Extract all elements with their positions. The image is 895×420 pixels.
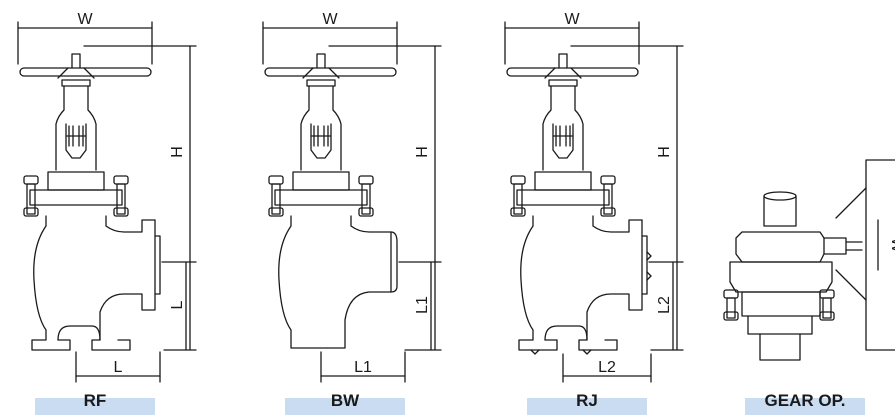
rf-caption-bar [35, 398, 155, 415]
gear-op-caption: GEAR OP. [764, 391, 846, 410]
gear-shaft-extension [845, 241, 863, 251]
rj-w-label: W [564, 11, 580, 28]
rf-w-label: W [77, 11, 93, 28]
figure-rf: W H L L [17, 11, 197, 383]
bw-l1-side-label: L1 [414, 296, 431, 314]
gear-bolt-left-bottom [723, 311, 739, 321]
gear-w-label: W [888, 237, 895, 253]
rf-h-extension-lines [83, 45, 197, 351]
bw-h-label: H [414, 146, 431, 158]
gear-yoke-top [763, 191, 797, 201]
gear-bolt-right-bottom [819, 311, 835, 321]
gear-bolt-right-shank [822, 297, 832, 319]
figure-bw: W H L1 L1 [262, 11, 442, 383]
rj-w-extension-lines [504, 21, 640, 65]
gear-caption-bar [745, 398, 865, 415]
rj-caption: RJ [576, 391, 598, 410]
rf-valve-upper [19, 53, 152, 217]
gear-input-shaft [823, 237, 847, 255]
bw-l1-bottom-extension [320, 351, 406, 383]
rj-h-extension-lines [570, 45, 684, 351]
gear-bolt-left-shank [726, 297, 736, 319]
figure-rj: W H L2 L2 [504, 11, 684, 383]
gear-housing-lower [729, 261, 833, 293]
rj-caption-bar [527, 398, 647, 415]
gear-body-flange [741, 291, 821, 317]
bw-valve-upper [264, 53, 397, 217]
bw-w-label: W [322, 11, 338, 28]
bw-caption: BW [330, 391, 360, 410]
rf-h-label: H [169, 146, 186, 158]
rf-l-bottom-extension [75, 351, 161, 383]
bw-valve-body [278, 215, 398, 349]
gear-yoke [763, 195, 797, 227]
rj-l2-bottom-extension [562, 353, 652, 383]
bw-caption-bar [285, 398, 405, 415]
gear-body-stem [759, 333, 801, 361]
gear-handwheel-spokes [835, 187, 867, 301]
rj-l2-bottom-label: L2 [598, 359, 616, 376]
rj-l2-side-label: L2 [656, 296, 673, 314]
bw-w-extension-lines [262, 21, 398, 65]
gear-body-lower [747, 315, 813, 335]
rf-caption: RF [83, 391, 107, 410]
rf-l-side-label: L [169, 300, 186, 309]
rj-h-label: H [656, 146, 673, 158]
rf-valve-body [31, 215, 161, 351]
gear-housing-upper [735, 231, 825, 263]
rj-valve-body [518, 215, 652, 355]
rf-w-extension-lines [17, 21, 153, 65]
rf-l-bottom-label: L [114, 359, 123, 376]
figure-gear-op: W [723, 159, 895, 361]
rj-valve-upper [506, 53, 639, 217]
gear-handwheel [865, 159, 895, 351]
bw-l1-bottom-label: L1 [354, 359, 372, 376]
